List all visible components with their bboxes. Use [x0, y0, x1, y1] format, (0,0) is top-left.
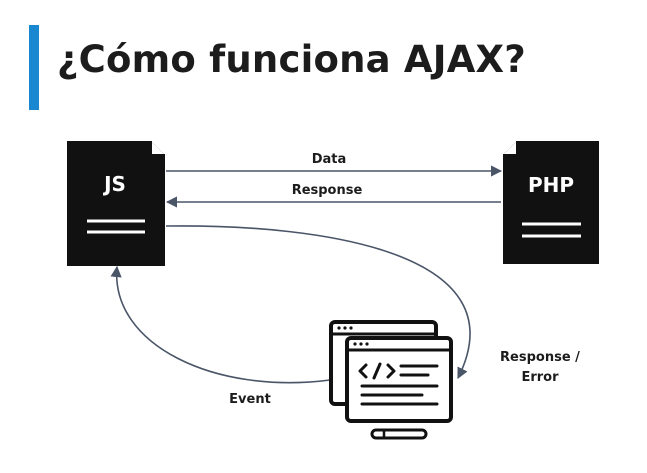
response-error-arrow: [165, 225, 471, 380]
code-window-icon: [329, 320, 453, 440]
response-error-label-line2: Error: [521, 370, 559, 385]
event-label: Event: [229, 392, 271, 407]
page-title: ¿Cómo funciona AJAX?: [57, 38, 526, 81]
js-file-icon: [67, 141, 165, 266]
event-arrow: [110, 265, 331, 384]
title-accent-bar: [29, 25, 39, 110]
response-label: Response: [292, 183, 363, 198]
response-error-label-line1: Response /: [500, 350, 580, 365]
php-file-icon: [503, 141, 599, 264]
data-label: Data: [312, 152, 347, 167]
php-label: PHP: [528, 173, 574, 197]
js-label: JS: [102, 172, 126, 196]
